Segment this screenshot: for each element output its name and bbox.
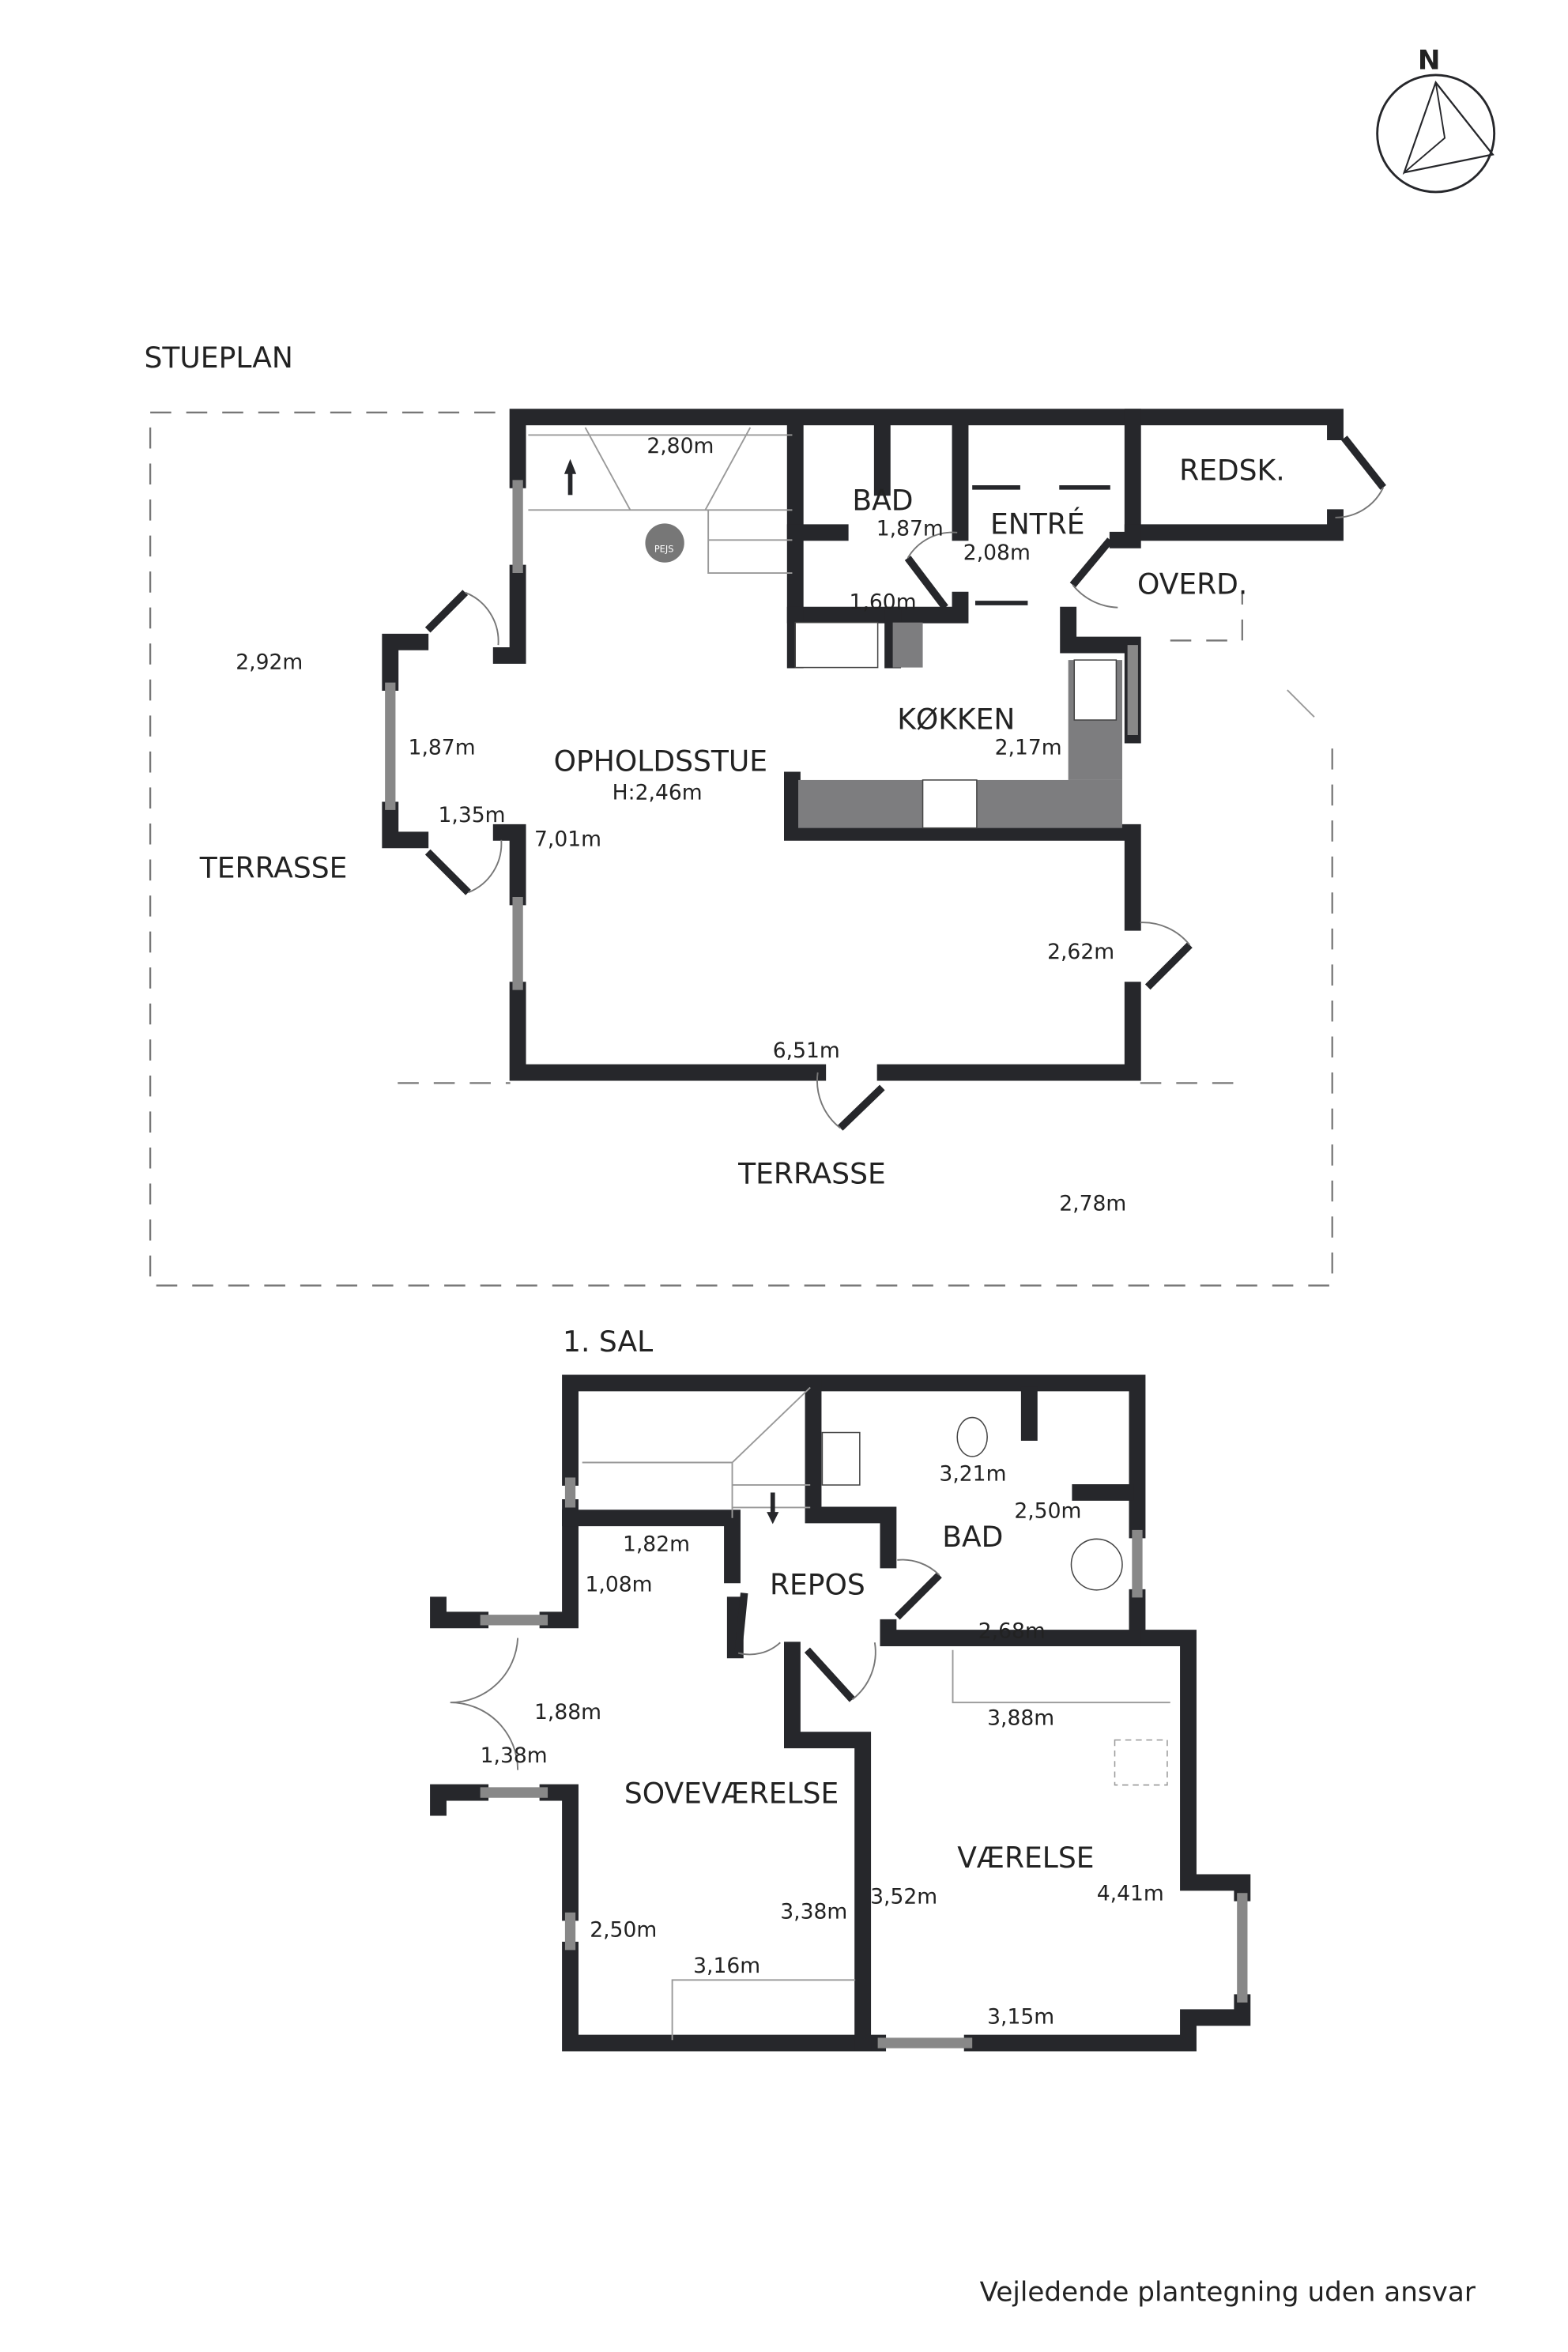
living-room-label: OPHOLDSSTUE	[554, 745, 767, 778]
dimension-label: 2,08m	[963, 541, 1031, 565]
stove-icon	[922, 779, 978, 829]
terrace-west-label: TERRASSE	[199, 851, 348, 884]
dimension-label: 1,87m	[876, 517, 944, 541]
dimension-label: 2,78m	[1059, 1192, 1126, 1216]
dimension-label: 2,92m	[236, 650, 303, 674]
compass-icon: N	[1376, 44, 1496, 194]
kitchen-sink-icon	[1073, 659, 1118, 721]
dimension-label: 1,82m	[623, 1532, 690, 1556]
porch-label: OVERD.	[1137, 568, 1247, 601]
living-room-height: H:2,46m	[612, 781, 703, 805]
first-floor-title: 1. SAL	[563, 1325, 653, 1359]
fireplace-icon	[645, 523, 684, 563]
ground-bath-label: BAD	[852, 484, 913, 517]
tub-icon	[1070, 1538, 1123, 1591]
fireplace-label: PEJS	[654, 543, 674, 554]
dimension-label: 3,16m	[693, 1954, 760, 1978]
dimension-label: 1,35m	[439, 803, 506, 827]
dimension-label: 1,88m	[534, 1700, 601, 1724]
bath-fixtures-first	[671, 1416, 1170, 2041]
ground-floor-title: STUEPLAN	[145, 341, 293, 375]
terrace-boundary	[149, 411, 1333, 1287]
dimension-label: 3,15m	[987, 2004, 1054, 2029]
staircase-first	[582, 1386, 811, 1525]
doors-first	[450, 1559, 942, 1770]
dimension-label: 1,38m	[481, 1743, 548, 1768]
entry-label: ENTRÉ	[990, 508, 1085, 541]
dimension-label: 2,80m	[646, 434, 714, 458]
first-floor-walls	[430, 1374, 1251, 2052]
dimension-label: 4,41m	[1097, 1882, 1164, 1906]
dimension-label: 2,50m	[590, 1917, 657, 1942]
dimension-label: 1,60m	[850, 590, 917, 615]
terrace-south-label: TERRASSE	[737, 1157, 886, 1190]
disclaimer-text: Vejledende plantegning uden ansvar	[980, 2276, 1476, 2308]
staircase-ground	[528, 427, 793, 574]
dimension-label: 2,68m	[978, 1619, 1046, 1644]
dimension-label: 2,50m	[1014, 1499, 1081, 1524]
bedroom-label: SOVEVÆRELSE	[624, 1777, 839, 1810]
ground-floor-walls	[382, 409, 1344, 1081]
dimension-label: 6,51m	[773, 1038, 840, 1063]
skylight-icon	[1114, 1739, 1168, 1786]
dimension-label: 3,88m	[987, 1706, 1054, 1731]
dimension-label: 2,17m	[995, 736, 1062, 760]
dimension-label: 3,38m	[780, 1899, 847, 1924]
kitchen-label: KØKKEN	[897, 703, 1015, 736]
first-bath-label: BAD	[942, 1521, 1003, 1554]
dimension-label: 3,52m	[870, 1885, 937, 1909]
fridge-freezer-icon	[794, 621, 879, 669]
kitchen-counters	[794, 621, 1122, 829]
dimension-label: 1,87m	[409, 736, 476, 760]
toilet-icon	[956, 1416, 988, 1457]
dimension-label: 3,21m	[939, 1461, 1006, 1486]
dimension-label: 2,62m	[1047, 940, 1114, 964]
compass-north-label: N	[1418, 44, 1441, 76]
landing-label: REPOS	[770, 1569, 865, 1602]
room-label: VÆRELSE	[957, 1841, 1094, 1875]
dimension-label: 1,08m	[586, 1573, 653, 1597]
sink-icon	[821, 1431, 861, 1486]
ground-floor-dimensions: 2,80m 1,87m 2,08m 1,60m 2,92m 1,87m 1,35…	[236, 434, 1126, 1216]
doors-ground	[424, 435, 1386, 1131]
first-floor-dimensions: 3,21m 2,50m 1,82m 1,08m 2,68m 3,88m 1,88…	[481, 1461, 1164, 2029]
dimension-label: 7,01m	[534, 827, 601, 851]
shed-label: REDSK.	[1179, 454, 1285, 487]
